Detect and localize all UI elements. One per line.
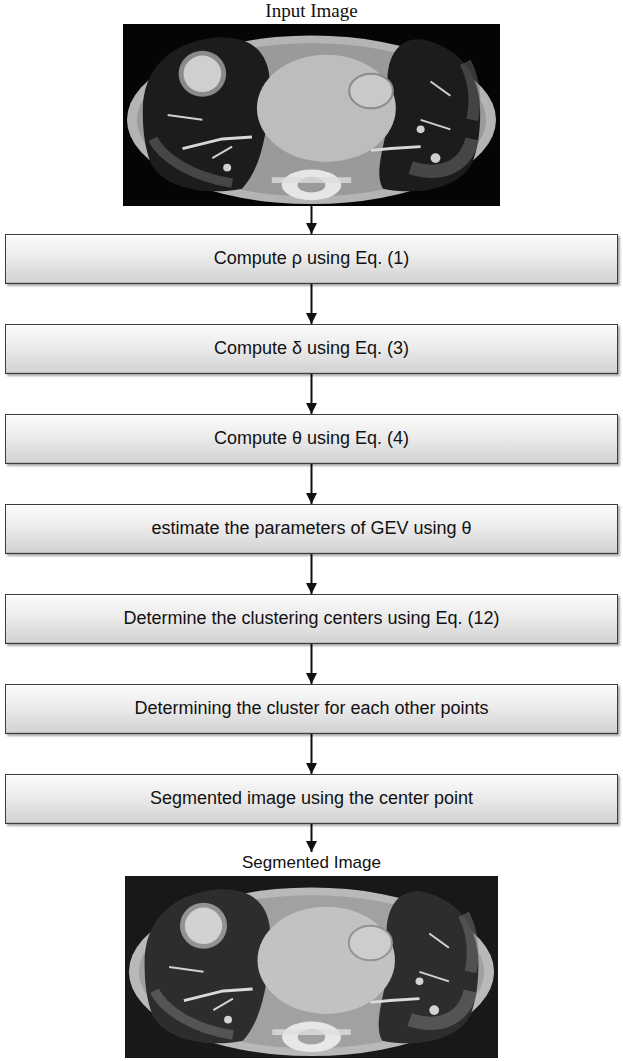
- box-label: estimate the parameters of GEV using θ: [151, 518, 471, 540]
- process-box: Compute ρ using Eq. (1): [5, 234, 618, 284]
- image-heading: Segmented Image: [122, 852, 501, 874]
- process-box: estimate the parameters of GEV using θ: [5, 504, 618, 554]
- flow-arrow: [311, 734, 313, 774]
- process-box: Compute θ using Eq. (4): [5, 414, 618, 464]
- box-label: Compute δ using Eq. (3): [214, 338, 409, 360]
- image-node: Input Image: [122, 0, 501, 206]
- input-ct-image: [123, 24, 500, 206]
- box-label: Segmented image using the center point: [150, 788, 473, 810]
- image-node: Segmented Image: [122, 852, 501, 1058]
- flow-arrow: [311, 644, 313, 684]
- flow-arrow: [311, 206, 313, 234]
- flow-arrow: [311, 824, 313, 852]
- box-label: Determining the cluster for each other p…: [134, 698, 488, 720]
- flow-arrow: [311, 284, 313, 324]
- process-box: Segmented image using the center point: [5, 774, 618, 824]
- image-heading: Input Image: [122, 0, 501, 22]
- process-box: Determining the cluster for each other p…: [5, 684, 618, 734]
- flow-arrow: [311, 554, 313, 594]
- process-box: Determine the clustering centers using E…: [5, 594, 618, 644]
- flow-arrow: [311, 464, 313, 504]
- box-label: Compute ρ using Eq. (1): [214, 248, 409, 270]
- box-label: Compute θ using Eq. (4): [214, 428, 409, 450]
- box-label: Determine the clustering centers using E…: [123, 608, 499, 630]
- segmented-ct-image: [125, 876, 498, 1058]
- flow-arrow: [311, 374, 313, 414]
- process-box: Compute δ using Eq. (3): [5, 324, 618, 374]
